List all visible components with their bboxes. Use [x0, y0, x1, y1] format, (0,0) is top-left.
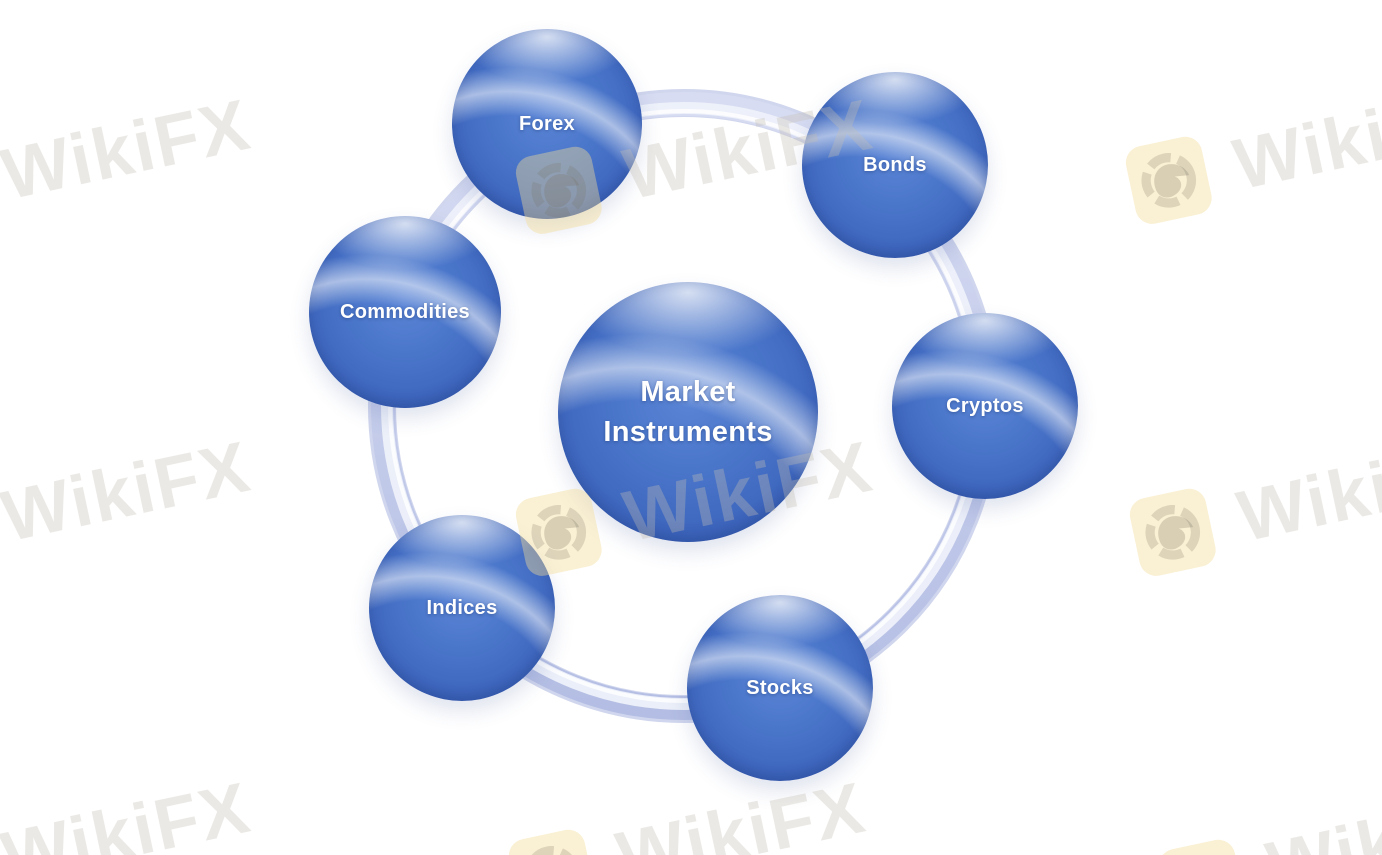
node-cryptos: Cryptos [892, 313, 1078, 499]
node-label: Stocks [746, 676, 814, 699]
node-commodities: Commodities [309, 216, 501, 408]
node-label: Indices [426, 596, 498, 619]
node-label: Bonds [863, 153, 927, 176]
node-indices: Indices [369, 515, 555, 701]
node-stocks: Stocks [687, 595, 873, 781]
node-market-instruments: Market Instruments [558, 282, 818, 542]
node-label: Cryptos [946, 394, 1024, 417]
node-bonds: Bonds [802, 72, 988, 258]
node-label: Forex [519, 112, 575, 135]
node-forex: Forex [452, 29, 642, 219]
center-node-label: Market Instruments [603, 375, 773, 448]
node-label: Commodities [340, 300, 470, 323]
